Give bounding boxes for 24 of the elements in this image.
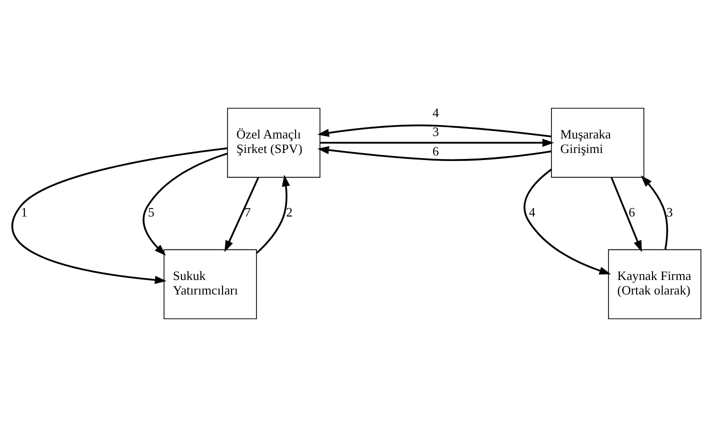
- arrow: [610, 177, 642, 252]
- edge-label: 7: [244, 206, 251, 220]
- edge-label: 4: [528, 206, 536, 220]
- arrow: [317, 124, 552, 138]
- arrow: [640, 175, 668, 250]
- edge-label: 1: [20, 206, 28, 220]
- arrow: [12, 147, 228, 284]
- arrow: [524, 168, 611, 275]
- node-box: Kaynak Firma (Ortak olarak): [608, 249, 702, 320]
- arrow: [317, 146, 552, 162]
- edge-label: 3: [666, 206, 673, 220]
- edge-label: 3: [432, 125, 439, 140]
- edge-label: 6: [432, 144, 439, 158]
- edge-label: 5: [148, 206, 154, 220]
- arrow: [320, 138, 554, 147]
- node-box: Sukuk Yatırımcıları: [164, 249, 257, 320]
- edge-label: 6: [628, 206, 635, 220]
- node-box: Özel Amaçlı Şirket (SPV): [227, 108, 320, 178]
- arrow: [256, 174, 290, 254]
- edge-label: 4: [432, 106, 439, 120]
- node-box: Muşaraka Girişimi: [551, 108, 644, 178]
- arrow: [224, 177, 260, 252]
- edge-label: 2: [286, 206, 293, 220]
- arrow: [142, 152, 228, 256]
